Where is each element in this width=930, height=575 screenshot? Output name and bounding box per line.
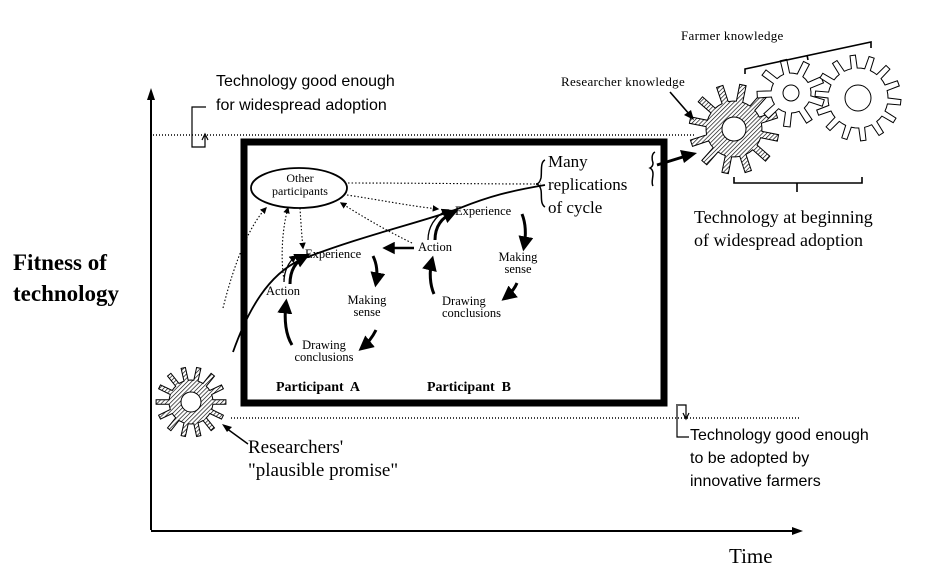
farmer-knowledge-bracket <box>744 41 872 74</box>
result-label-line2: of widespread adoption <box>694 230 863 250</box>
y-axis-label: Fitness of technology <box>13 247 119 309</box>
y-axis <box>147 88 155 530</box>
participant-a-drawing-conclusions: Drawing conclusions <box>289 338 359 364</box>
other-participants-ellipse <box>250 167 348 209</box>
x-axis-label: Time <box>729 544 773 568</box>
lower-threshold-bracket <box>676 404 690 438</box>
other-participants-line1: Other <box>286 171 314 185</box>
replications-label: Many replications of cycle <box>548 150 627 219</box>
other-participants-line2: participants <box>272 184 328 198</box>
lower-threshold-label-line2: to be adopted by <box>690 450 810 467</box>
plausible-promise-label-line1: Researchers' <box>248 437 344 458</box>
plausible-promise-pointer <box>222 424 249 445</box>
gear-hole <box>782 84 800 102</box>
participant-a-making-sense: Making sense <box>340 293 394 319</box>
participant-b-action: Action <box>418 240 453 254</box>
gear-hole <box>180 391 202 413</box>
upper-threshold-label: Technology good enough for widespread ad… <box>216 70 395 118</box>
participant-cycle-box <box>240 138 668 407</box>
participant-a-making-sense-line1: Making <box>347 293 387 307</box>
upper-threshold-bracket <box>191 106 209 148</box>
upper-threshold-label-line2: for widespread adoption <box>216 97 387 114</box>
y-axis-arrow-icon <box>147 88 155 100</box>
cycle-arrows-a <box>277 253 386 351</box>
participant-a-title: Participant A <box>276 380 360 395</box>
participant-a-action: Action <box>266 284 301 298</box>
result-label: Technology at beginning of widespread ad… <box>694 206 873 252</box>
farmer-knowledge-label: Farmer knowledge <box>681 28 784 43</box>
fitness-curve <box>232 184 546 353</box>
participant-b-making-sense-line2: sense <box>504 262 532 276</box>
participant-b-experience: Experience <box>455 204 512 218</box>
participant-a-drawing-line2: conclusions <box>294 350 354 364</box>
researcher-knowledge-gear-icon <box>688 83 780 175</box>
upper-threshold-label-line1: Technology good enough <box>216 73 395 90</box>
plausible-promise-label: Researchers' "plausible promise" <box>248 436 398 482</box>
farmer-knowledge-small-gear-icon <box>756 58 825 128</box>
gear-hole <box>721 116 747 142</box>
participant-a-drawing-line1: Drawing <box>302 338 346 352</box>
influence-lines <box>222 182 542 309</box>
output-arrow-icon <box>656 150 697 167</box>
plausible-promise-gear-icon <box>155 366 227 438</box>
result-label-line1: Technology at beginning <box>694 207 873 227</box>
researcher-knowledge-pointer <box>669 91 694 120</box>
plausible-promise-label-line2: "plausible promise" <box>248 460 399 481</box>
y-axis-label-line2: technology <box>13 281 120 306</box>
farmer-knowledge-large-gear-icon <box>814 54 902 142</box>
lower-threshold-label-line1: Technology good enough <box>690 427 869 444</box>
output-brace <box>648 151 656 187</box>
replications-line1: Many <box>548 152 588 171</box>
replications-brace <box>535 159 546 208</box>
cycle-arrows-b <box>382 208 534 301</box>
lower-threshold-label: Technology good enough to be adopted by … <box>690 424 869 493</box>
researcher-knowledge-label: Researcher knowledge <box>561 74 686 89</box>
y-axis-label-line1: Fitness of <box>13 250 107 275</box>
x-axis-arrow-icon <box>792 527 803 535</box>
participant-a-experience: Experience <box>305 247 362 261</box>
x-axis <box>151 527 803 535</box>
result-bracket <box>733 177 863 192</box>
participant-b-drawing-line2: conclusions <box>442 306 502 320</box>
participant-a-making-sense-line2: sense <box>353 305 381 319</box>
participant-b-drawing-line1: Drawing <box>442 294 486 308</box>
other-participants-label: Other participants <box>262 172 338 198</box>
participant-b-making-sense: Making sense <box>492 250 544 276</box>
lower-threshold-label-line3: innovative farmers <box>690 473 821 490</box>
gear-hole <box>844 84 872 112</box>
participant-b-making-sense-line1: Making <box>498 250 538 264</box>
replications-line3: of cycle <box>548 198 603 217</box>
participant-b-drawing-conclusions: Drawing conclusions <box>442 294 502 320</box>
participant-b-title: Participant B <box>427 380 511 395</box>
replications-line2: replications <box>548 175 628 194</box>
